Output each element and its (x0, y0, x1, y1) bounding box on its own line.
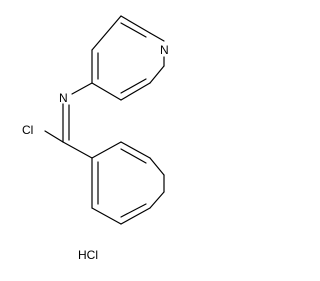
pyridine-ring (91, 15, 165, 101)
bond (91, 141, 122, 159)
benzene-ring (91, 141, 165, 225)
bond (149, 32, 165, 42)
chlorine-label: Cl (22, 123, 33, 137)
bond (120, 207, 151, 225)
double-bond-inner (120, 148, 147, 164)
double-bond-inner (120, 203, 147, 218)
bond (120, 82, 151, 101)
bond-c-cl (44, 130, 64, 143)
bond-ring-to-imine-n (71, 82, 93, 95)
salt-label: HCl (78, 248, 98, 262)
double-bond-inner (120, 22, 147, 38)
bond (91, 15, 122, 51)
bond (91, 82, 122, 101)
chemical-structure: N N Cl HCl (22, 15, 169, 262)
bond (120, 15, 151, 34)
pyridine-nitrogen-label: N (160, 43, 169, 57)
double-bond-inner (120, 78, 147, 94)
bond (149, 157, 165, 176)
bond (149, 191, 165, 209)
bond-c-to-benzene (62, 141, 93, 159)
imine-nitrogen-label: N (59, 91, 68, 105)
bond (149, 65, 165, 84)
bond (91, 207, 122, 225)
bond (120, 141, 151, 159)
imine-double-bond (62, 103, 70, 143)
